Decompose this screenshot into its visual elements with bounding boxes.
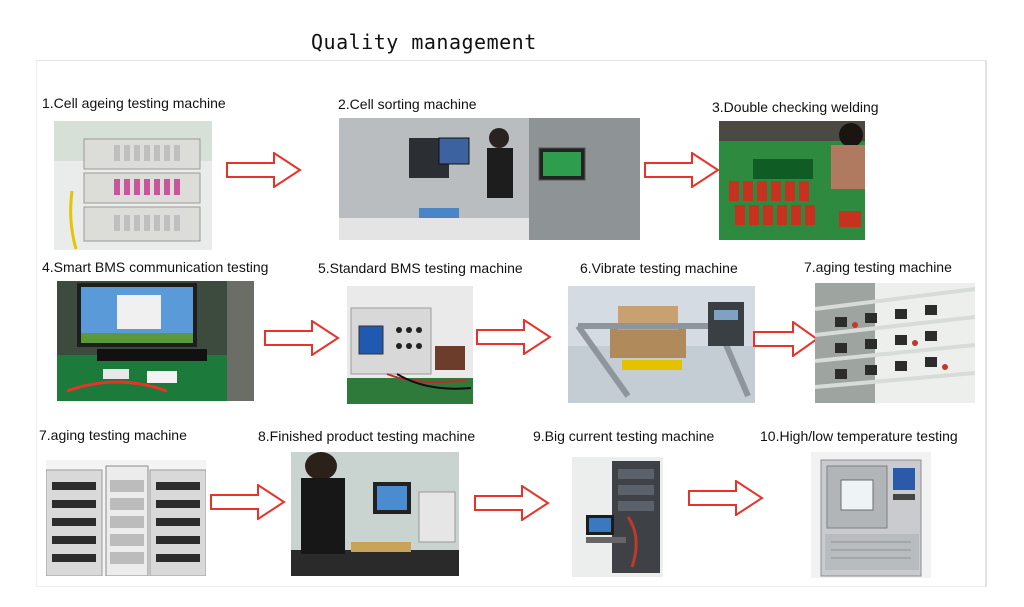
smart-bms-testing-photo — [57, 281, 254, 401]
aging-testing-photo-a — [815, 283, 975, 403]
step-label-5: 5.Standard BMS testing machine — [318, 260, 523, 276]
step-label-8: 8.Finished product testing machine — [258, 428, 476, 444]
double-checking-welding-photo — [719, 121, 865, 240]
flow-arrow-9-10 — [688, 480, 764, 516]
step-label-7a: 7.aging testing machine — [804, 259, 952, 275]
step-label-2: 2.Cell sorting machine — [338, 96, 477, 112]
flow-arrow-7-8 — [210, 484, 286, 520]
step-label-1: 1.Cell ageing testing machine — [42, 95, 226, 111]
finished-product-testing-photo — [291, 452, 459, 576]
step-label-9: 9.Big current testing machine — [533, 428, 715, 444]
vibrate-testing-photo — [568, 286, 755, 403]
standard-bms-testing-photo — [347, 286, 473, 404]
page-title: Quality management — [311, 30, 537, 54]
flow-arrow-5-6 — [476, 319, 552, 355]
cell-ageing-machine-photo — [54, 121, 212, 250]
aging-testing-photo-b — [46, 460, 206, 576]
flow-arrow-8-9 — [474, 485, 550, 521]
flow-arrow-4-5 — [264, 320, 340, 356]
step-label-6: 6.Vibrate testing machine — [580, 260, 738, 276]
flow-arrow-1-2 — [226, 152, 302, 188]
process-panel — [36, 60, 987, 587]
flow-arrow-6-7 — [753, 321, 819, 357]
high-low-temperature-testing-photo — [811, 452, 931, 578]
big-current-testing-photo — [572, 457, 663, 577]
step-label-7b: 7.aging testing machine — [39, 427, 187, 443]
cell-sorting-machine-photo — [339, 118, 640, 240]
flow-arrow-2-3 — [644, 152, 720, 188]
step-label-4: 4.Smart BMS communication testing — [42, 259, 269, 275]
step-label-10: 10.High/low temperature testing — [760, 428, 958, 444]
step-label-3: 3.Double checking welding — [712, 99, 879, 115]
